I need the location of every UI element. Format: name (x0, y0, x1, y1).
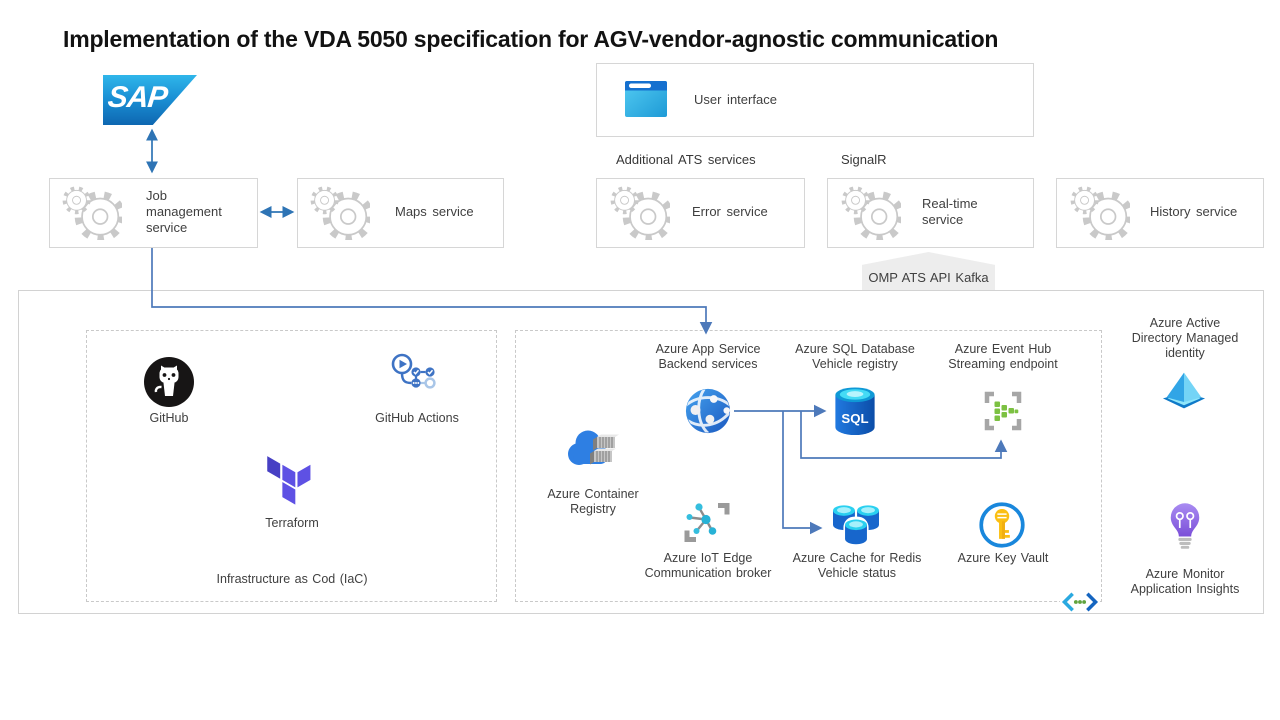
gears-icon (610, 186, 670, 240)
sap-logo: SAP (103, 75, 197, 125)
terraform-icon (267, 456, 311, 505)
signalr-label: SignalR (841, 152, 887, 167)
error-service-label: Error service (692, 204, 768, 219)
key-vault-label: Azure Key Vault (957, 551, 1049, 565)
user-interface-label: User interface (694, 92, 777, 107)
maps-service-label: Maps service (395, 204, 474, 219)
github-icon (144, 357, 194, 407)
redis-cache-icon (833, 505, 879, 548)
aad-managed-identity-icon (1162, 372, 1206, 409)
redis-cache-label: Azure Cache for Redis Vehicle status (792, 551, 922, 580)
realtime-service-label: Real-time service (922, 196, 978, 227)
additional-ats-services-label: Additional ATS services (616, 152, 756, 167)
sql-database-icon: SQL (835, 387, 875, 436)
code-brackets-icon (1060, 591, 1100, 613)
app-service-icon (685, 388, 731, 434)
history-service-label: History service (1150, 204, 1238, 219)
github-label: GitHub (149, 411, 189, 425)
container-registry-icon (568, 430, 619, 465)
application-insights-label: Azure Monitor Application Insights (1130, 567, 1240, 596)
container-registry-label: Azure Container Registry (547, 487, 639, 516)
application-insights-icon (1170, 503, 1200, 549)
sql-database-label: Azure SQL Database Vehicle registry (795, 342, 915, 371)
aad-managed-identity-label: Azure Active Directory Managed identity (1131, 316, 1239, 360)
browser-window-icon (625, 81, 667, 117)
key-vault-icon (979, 502, 1025, 548)
terraform-label: Terraform (265, 516, 319, 530)
sql-icon-text: SQL (841, 411, 868, 426)
kafka-callout-label: OMP ATS API Kafka (868, 270, 989, 285)
sap-logo-text: SAP (106, 81, 169, 114)
app-service-label: Azure App Service Backend services (655, 342, 761, 371)
iot-edge-label: Azure IoT Edge Communication broker (644, 551, 772, 580)
gears-icon (310, 186, 370, 240)
github-actions-label: GitHub Actions (375, 411, 459, 425)
event-hub-label: Azure Event Hub Streaming endpoint (948, 342, 1058, 371)
gears-icon (1070, 186, 1130, 240)
user-interface-box (596, 63, 1034, 137)
github-actions-icon (391, 353, 436, 389)
page-title: Implementation of the VDA 5050 specifica… (63, 26, 999, 52)
gears-icon (841, 186, 901, 240)
iac-caption: Infrastructure as Cod (IaC) (216, 572, 368, 586)
job-management-service-label: Job management service (146, 188, 222, 235)
kafka-callout: OMP ATS API Kafka (862, 252, 995, 290)
gears-icon (62, 186, 122, 240)
event-hub-icon (984, 391, 1022, 431)
iot-edge-icon (684, 503, 730, 542)
